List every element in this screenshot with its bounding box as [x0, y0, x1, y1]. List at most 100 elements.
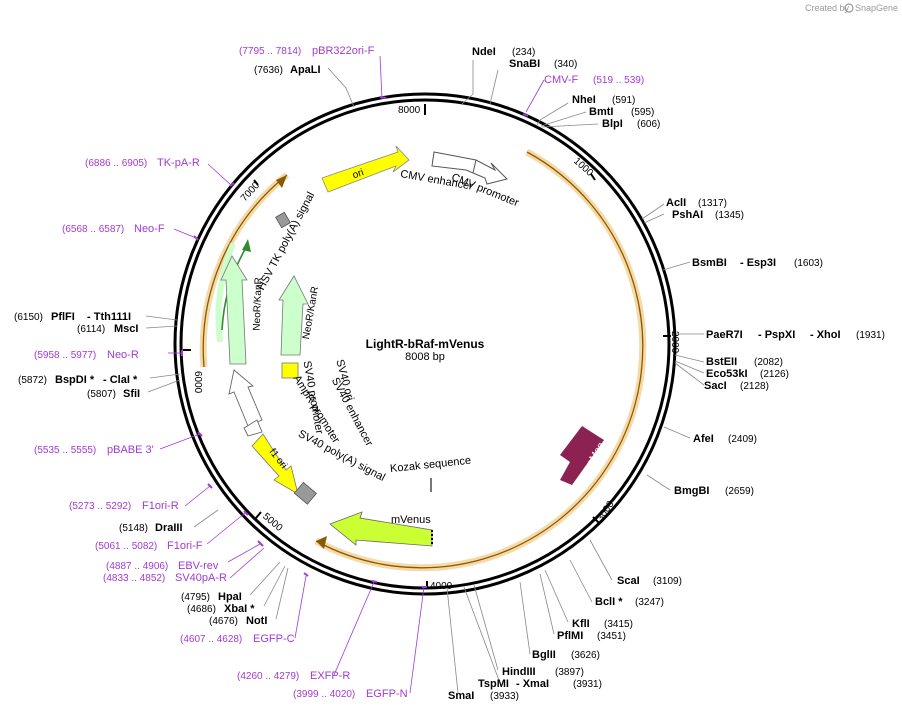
svg-text:BclI *: BclI *: [595, 596, 623, 608]
enzyme-draiii: (5148) DraIII: [119, 522, 183, 534]
cmv-divider: [472, 159, 477, 174]
svg-text:MscI: MscI: [114, 323, 138, 335]
svg-text:(595): (595): [631, 107, 654, 118]
neokan-inner-label: NeoR/KanR: [301, 286, 321, 340]
svg-text:(6150): (6150): [14, 312, 43, 323]
svg-text:(2126): (2126): [760, 369, 789, 380]
svg-text:SV40pA-R: SV40pA-R: [175, 572, 227, 584]
svg-text:(606): (606): [637, 119, 660, 130]
svg-text:(4833 .. 4852): (4833 .. 4852): [103, 573, 165, 584]
svg-text:XbaI *: XbaI *: [224, 603, 255, 615]
svg-text:(3931): (3931): [573, 679, 602, 690]
neo-orf-band: [215, 242, 236, 343]
svg-text:(519 .. 539): (519 .. 539): [593, 75, 644, 86]
enzyme-kfli: KflI (3415): [572, 618, 633, 630]
svg-text:(4260 .. 4279): (4260 .. 4279): [237, 671, 299, 682]
primer-egfp-n: (3999 .. 4020) EGFP-N: [293, 688, 408, 700]
svg-text:(7795 .. 7814): (7795 .. 7814): [239, 46, 301, 57]
svg-text:HpaI: HpaI: [218, 591, 242, 603]
svg-text:BsmBI: BsmBI: [692, 257, 727, 269]
svg-text:(5958 .. 5977): (5958 .. 5977): [34, 350, 96, 361]
enzyme-saci: SacI (2128): [704, 380, 769, 392]
svg-text:(4676): (4676): [209, 616, 238, 627]
ori-arrow: [321, 145, 410, 193]
primer-marks: [181, 96, 529, 588]
svg-text:ScaI: ScaI: [617, 575, 640, 587]
svg-text:(7636): (7636): [254, 65, 283, 76]
svg-text:(340): (340): [554, 59, 577, 70]
primer-egfp-c: (4607 .. 4628) EGFP-C: [180, 633, 295, 645]
enzyme-sfii: (5807) SfiI: [87, 388, 140, 400]
enzyme-eco53ki: Eco53kI (2126): [706, 368, 789, 380]
enzyme-xbai: (4686) XbaI *: [187, 603, 255, 615]
svg-text:- XhoI: - XhoI: [810, 329, 841, 341]
svg-text:(3451): (3451): [597, 631, 626, 642]
enzyme-bsteii: BstEII (2082): [706, 356, 783, 368]
neokan-outer-arrow: [220, 255, 248, 365]
enzyme-tspmi: TspMI - XmaI (3931): [478, 678, 602, 690]
orf-arrowhead-pmag: [316, 536, 327, 549]
svg-text:(4887 .. 4906): (4887 .. 4906): [106, 561, 168, 572]
primer-cmv-f: CMV-F (519 .. 539): [544, 74, 644, 86]
svg-text:PflMI: PflMI: [557, 630, 583, 642]
svg-text:CMV-F: CMV-F: [544, 74, 579, 86]
svg-text:(2659): (2659): [725, 486, 754, 497]
svg-text:- Tth111I: - Tth111I: [87, 311, 131, 323]
enzyme-afei: AfeI (2409): [693, 433, 757, 445]
credit-brand: SnapGene: [855, 3, 898, 13]
primer-neo-f: (6568 .. 6587) Neo-F: [62, 223, 165, 235]
svg-text:PaeR7I: PaeR7I: [706, 329, 743, 341]
enzyme-bspdi: (5872) BspDI * - ClaI *: [18, 374, 138, 386]
plasmid-length: 8008 bp: [405, 351, 445, 363]
enzyme-bsmbi: BsmBI - Esp3I (1603): [692, 257, 823, 269]
cmv-arrow: [431, 151, 508, 185]
svg-text:(5273 .. 5292): (5273 .. 5292): [69, 501, 131, 512]
hsv-tk-polya-block: [275, 211, 291, 229]
enzyme-msci: (6114) MscI: [77, 323, 138, 335]
svg-text:(4686): (4686): [187, 604, 216, 615]
svg-text:HindIII: HindIII: [502, 666, 536, 678]
primer-leaders: [159, 55, 545, 694]
svg-text:(3897): (3897): [555, 667, 584, 678]
svg-text:SnaBI: SnaBI: [509, 58, 540, 70]
tick-2000: 2000: [663, 331, 680, 354]
ori-label: ori: [351, 167, 365, 181]
enzyme-pshai: PshAI (1345): [672, 209, 744, 221]
primer-exfp-r: (4260 .. 4279) EXFP-R: [237, 670, 350, 682]
svg-text:EGFP-N: EGFP-N: [366, 688, 408, 700]
svg-text:SacI: SacI: [704, 380, 727, 392]
svg-text:(3999 .. 4020): (3999 .. 4020): [293, 689, 355, 700]
enzyme-pflfi: (6150) PflFI - Tth111I: [14, 311, 131, 323]
enzyme-smai: SmaI (3933): [448, 690, 519, 702]
orf-band-pmag: [314, 148, 647, 572]
enzyme-bcli: BclI * (3247): [595, 596, 664, 608]
svg-text:pBABE 3': pBABE 3': [107, 444, 154, 456]
svg-text:(234): (234): [512, 47, 535, 58]
svg-text:ApaLI: ApaLI: [290, 64, 321, 76]
enzyme-snabi: SnaBI (340): [509, 58, 577, 70]
svg-text:Neo-R: Neo-R: [107, 349, 139, 361]
enzyme-scai: ScaI (3109): [617, 575, 682, 587]
orf-arrowhead-left: [276, 175, 287, 188]
svg-text:Neo-F: Neo-F: [134, 223, 165, 235]
svg-text:(6886 .. 6905): (6886 .. 6905): [85, 158, 147, 169]
neo-orf-arrowhead: [242, 239, 251, 252]
sv40-promoter-arrow: [228, 369, 263, 427]
svg-text:BglII: BglII: [532, 649, 556, 661]
mvenus-arrow: [329, 511, 433, 547]
enzyme-ndei: NdeI (234): [472, 46, 535, 58]
svg-text:- ClaI *: - ClaI *: [103, 374, 138, 386]
sv40-polya-label: SV40 poly(A) signal: [296, 428, 387, 484]
svg-text:AclI: AclI: [666, 197, 686, 209]
enzyme-leaders: [145, 60, 705, 694]
svg-text:NheI: NheI: [572, 94, 596, 106]
svg-text:AfeI: AfeI: [693, 433, 714, 445]
svg-text:PflFI: PflFI: [51, 311, 75, 323]
ampr-promoter-arrow: [243, 419, 263, 437]
primer-tk-pa-r: (6886 .. 6905) TK-pA-R: [85, 157, 200, 169]
enzyme-acli: AclI (1317): [666, 197, 727, 209]
enzyme-noti: (4676) NotI: [209, 615, 267, 627]
tick-8000: 8000: [398, 104, 426, 116]
enzyme-apali: (7636) ApaLI: [254, 64, 321, 76]
